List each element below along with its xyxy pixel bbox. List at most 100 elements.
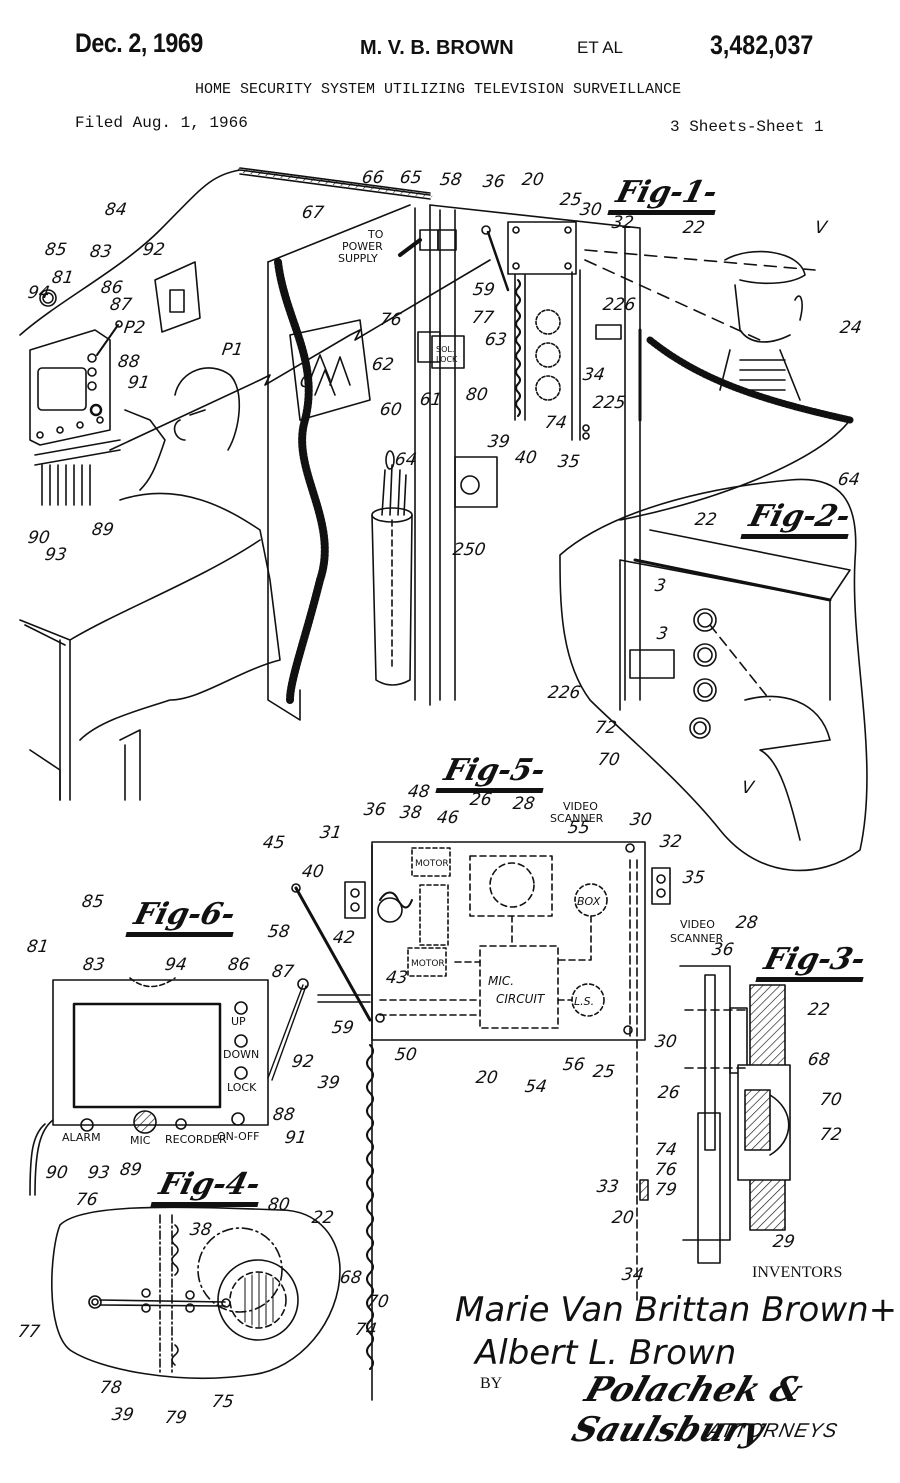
- ref-label: 80: [464, 385, 490, 405]
- ref-label: 68: [338, 1268, 364, 1288]
- ref-label: 76: [653, 1160, 679, 1180]
- video-note: VIDEO: [563, 800, 598, 813]
- ref-label: 62: [370, 355, 396, 375]
- ref-label: 20: [474, 1068, 500, 1088]
- ref-label: 88: [116, 352, 142, 372]
- ref-label: 40: [513, 448, 539, 468]
- ref-label: 56: [561, 1055, 587, 1075]
- ref-label: 40: [300, 862, 326, 882]
- fig4-title: Fig-4-: [150, 1167, 268, 1207]
- ref-label: 86: [226, 955, 252, 975]
- ref-label: 64: [393, 450, 419, 470]
- ref-label: 93: [86, 1163, 112, 1183]
- patent-author: M. V. B. BROWN: [360, 37, 514, 59]
- room-outline: [19, 169, 431, 336]
- ls-label: L.S.: [574, 995, 594, 1008]
- ref-label: 63: [483, 330, 509, 350]
- ref-label: 58: [438, 170, 464, 190]
- ref-label: 61: [418, 390, 444, 410]
- ref-label: 26: [468, 790, 494, 810]
- ref-label: 89: [90, 520, 116, 540]
- ref-label: 89: [118, 1160, 144, 1180]
- ref-label: 38: [188, 1220, 214, 1240]
- ref-label: 39: [316, 1073, 342, 1093]
- ref-label: 80: [266, 1195, 292, 1215]
- ref-label: 72: [818, 1125, 844, 1145]
- ref-label: 70: [596, 750, 622, 770]
- ref-label: 87: [108, 295, 134, 315]
- ref-label: 33: [595, 1177, 621, 1197]
- down-button-label: DOWN: [223, 1048, 260, 1061]
- video-note: VIDEO: [680, 918, 715, 931]
- ref-label: 78: [98, 1378, 124, 1398]
- ref-label: 92: [141, 240, 167, 260]
- ref-label: 30: [578, 200, 604, 220]
- ref-label: V: [740, 778, 756, 798]
- ref-label: 83: [88, 242, 114, 262]
- fig5-drawing: MOTOR MOTOR MIC. CIRCUIT BOX L.S.: [291, 841, 671, 1401]
- ref-label: 250: [451, 540, 487, 560]
- ref-label: 72: [593, 718, 619, 738]
- ref-label: 59: [471, 280, 497, 300]
- power-note: TO: [368, 228, 384, 241]
- fig4-drawing: [51, 1206, 341, 1379]
- scanner-note: SCANNER: [550, 812, 604, 825]
- ref-label: 34: [620, 1265, 646, 1285]
- ref-label: 81: [25, 937, 51, 957]
- ref-label: 60: [378, 400, 404, 420]
- ref-label: 32: [658, 832, 684, 852]
- ref-label: 26: [656, 1083, 682, 1103]
- box-label: CIRCUIT: [496, 992, 546, 1006]
- ref-label: 36: [362, 800, 388, 820]
- sol-label: SOL.: [436, 345, 454, 354]
- fig3-drawing: [639, 965, 791, 1264]
- ref-label: 88: [271, 1105, 297, 1125]
- ref-label: 48: [406, 782, 432, 802]
- inventor-1-signature: Marie Van Brittan Brown+: [455, 1290, 898, 1330]
- patent-date: Dec. 2, 1969: [75, 28, 203, 58]
- ref-label: P1: [220, 340, 245, 360]
- fig1-title: Fig-1-: [607, 175, 725, 215]
- mic-label: BOX: [577, 895, 601, 908]
- ref-label: 85: [80, 892, 106, 912]
- inventor-2-signature: Albert L. Brown: [475, 1333, 737, 1373]
- fig2-drawing: [559, 478, 868, 872]
- fig5-title: Fig-5-: [435, 753, 553, 793]
- ref-label: 74: [543, 413, 569, 433]
- ref-label: 22: [693, 510, 719, 530]
- fig2-title: Fig-2-: [740, 499, 858, 539]
- fig1-drawing: SOL. LOCK: [19, 167, 854, 801]
- ref-label: 50: [393, 1045, 419, 1065]
- ref-label: 24: [838, 318, 864, 338]
- ref-label: 32: [610, 213, 636, 233]
- ref-label: 20: [520, 170, 546, 190]
- ref-label: 225: [591, 393, 627, 413]
- ref-label: 79: [163, 1408, 189, 1428]
- ref-label: 87: [270, 962, 296, 982]
- filed-date: Filed Aug. 1, 1966: [75, 114, 248, 132]
- by-label: BY: [480, 1375, 503, 1392]
- ref-label: 59: [330, 1018, 356, 1038]
- ref-label: 22: [310, 1208, 336, 1228]
- ref-label: 91: [283, 1128, 309, 1148]
- ref-label: 31: [318, 823, 344, 843]
- ref-label: 83: [81, 955, 107, 975]
- ref-label: 91: [126, 373, 152, 393]
- circuit-label: MIC.: [488, 974, 514, 988]
- ref-label: V: [813, 218, 829, 238]
- recorder-button-label: RECORDER: [165, 1133, 227, 1146]
- ref-label: 29: [771, 1232, 797, 1252]
- ref-label: 74: [353, 1320, 379, 1340]
- ref-label: 20: [610, 1208, 636, 1228]
- fig3-title: Fig-3-: [755, 942, 873, 982]
- ref-label: 58: [266, 922, 292, 942]
- ref-label: 84: [103, 200, 129, 220]
- ref-label: 90: [44, 1163, 70, 1183]
- ref-label: 74: [653, 1140, 679, 1160]
- ref-label: 70: [818, 1090, 844, 1110]
- ref-label: 30: [628, 810, 654, 830]
- ref-label: 68: [806, 1050, 832, 1070]
- ref-label: 46: [435, 808, 461, 828]
- motor-label-2: MOTOR: [411, 959, 445, 969]
